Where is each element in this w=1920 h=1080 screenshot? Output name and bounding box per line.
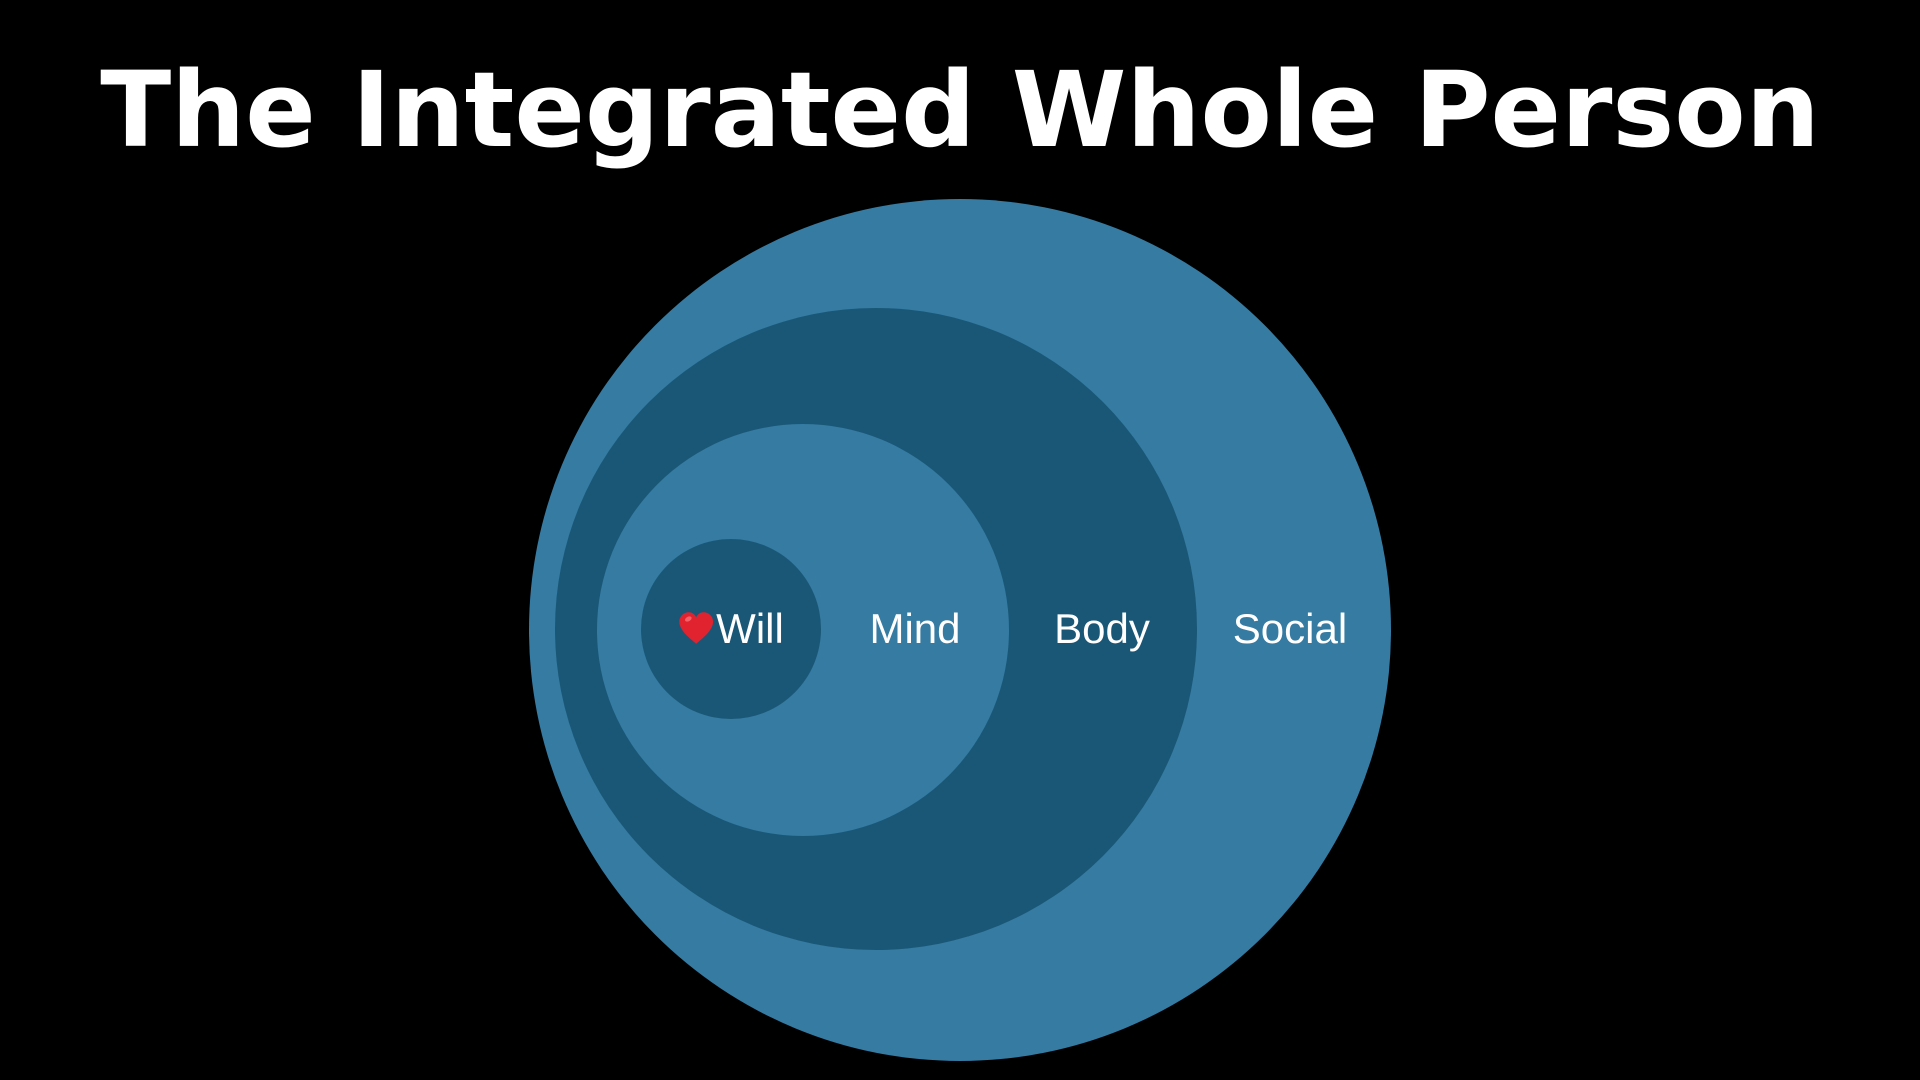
mind-label: Mind (869, 605, 961, 652)
will-label: Will (716, 605, 784, 652)
will-circle (641, 539, 821, 719)
will-label-group: Will (678, 604, 784, 654)
body-label: Body (1054, 605, 1150, 652)
social-label: Social (1232, 605, 1348, 652)
heart-icon (679, 612, 714, 644)
slide-title: The Integrated Whole Person (100, 49, 1820, 171)
